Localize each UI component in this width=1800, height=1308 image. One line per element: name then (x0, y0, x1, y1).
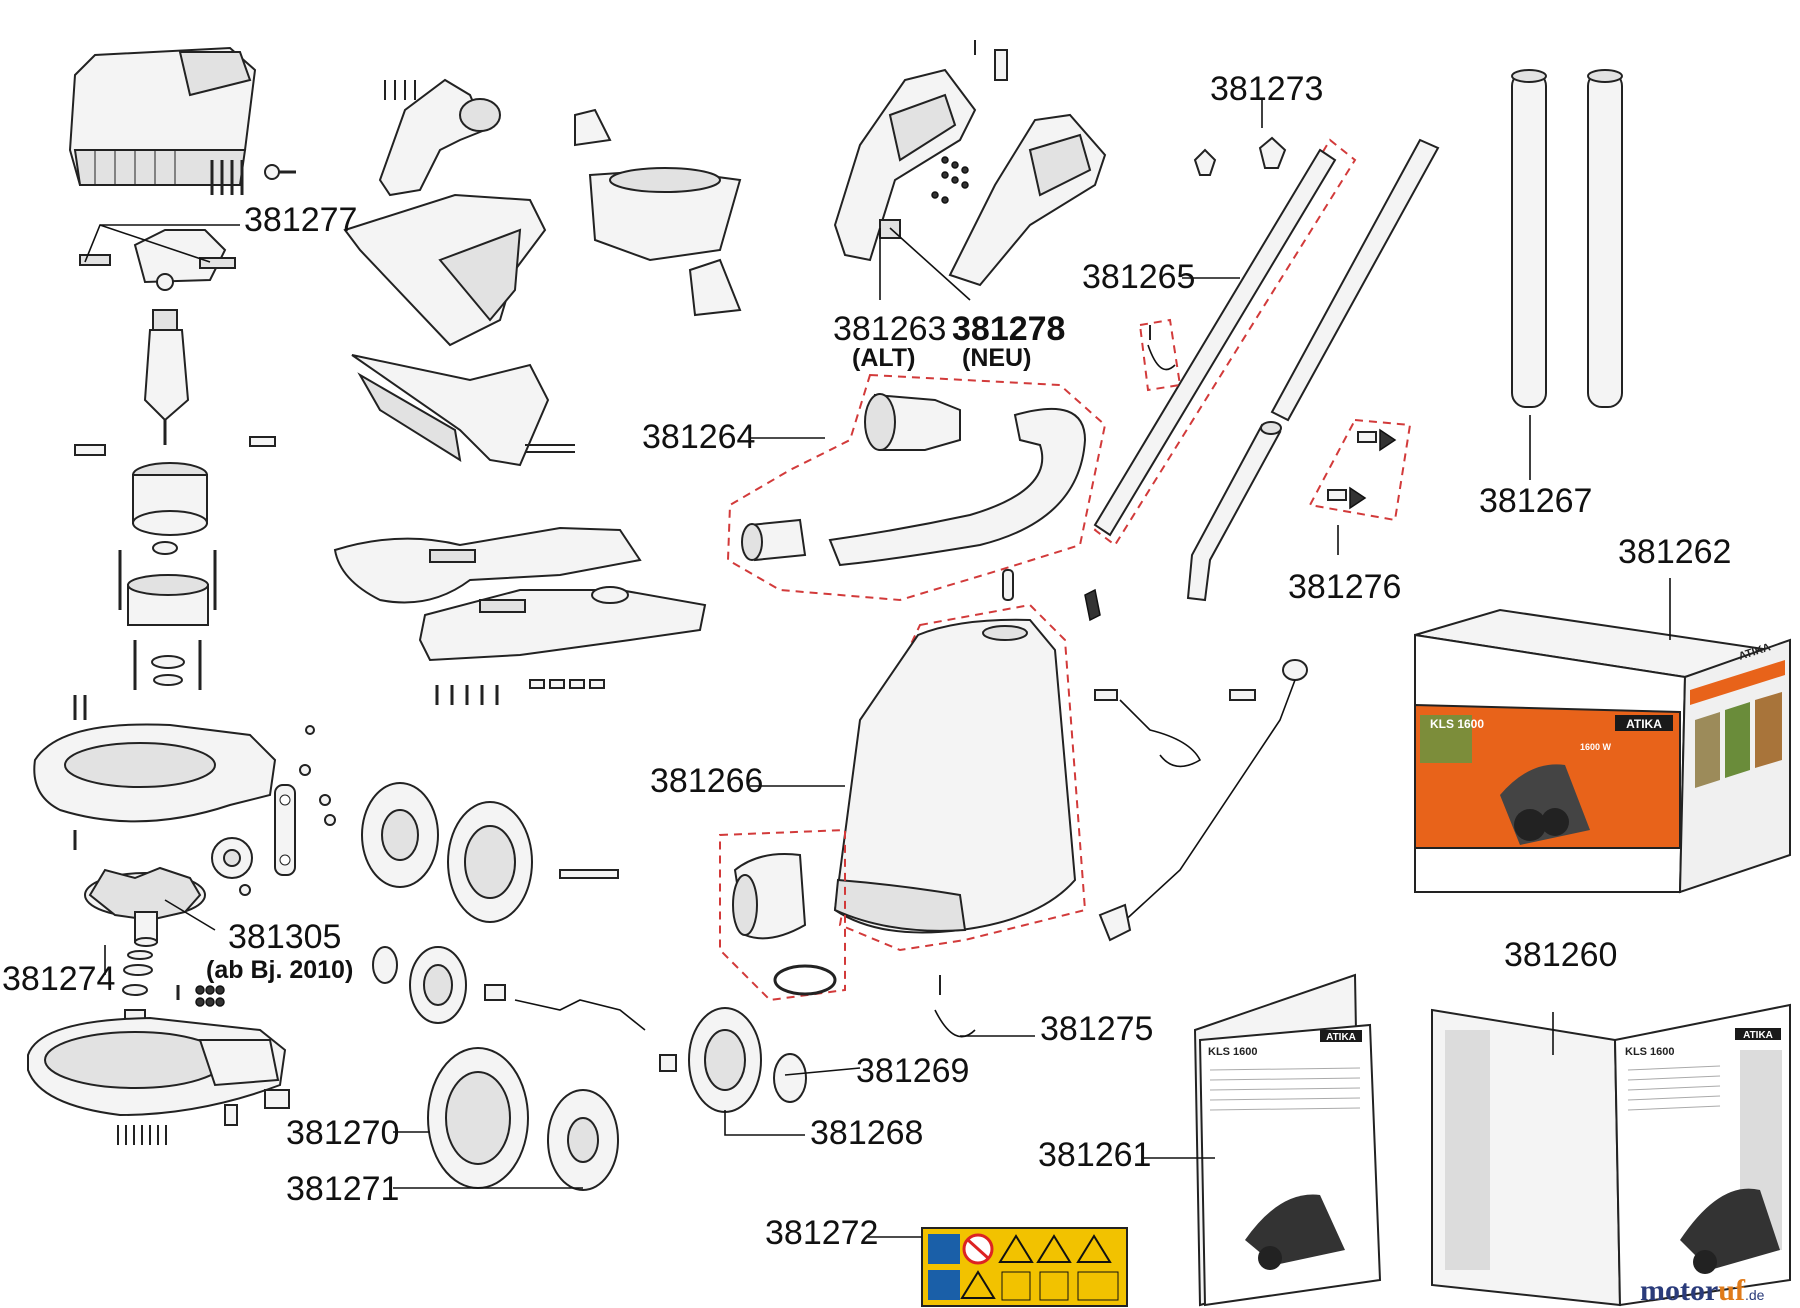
label-381271: 381271 (286, 1170, 399, 1208)
hose-end (741, 518, 807, 562)
label-381305-note: (ab Bj. 2010) (206, 956, 353, 984)
label-381278-note: (NEU) (962, 344, 1031, 372)
bag-clip (1002, 569, 1014, 601)
bag-group-outline (838, 603, 1087, 952)
label-381262: 381262 (1618, 533, 1731, 571)
watermark-part1: motor (1640, 1274, 1718, 1307)
label-381275: 381275 (1040, 1010, 1153, 1048)
label-381270: 381270 (286, 1114, 399, 1152)
wheel-rim-upper (361, 782, 439, 888)
hose-coupling (864, 393, 961, 451)
gear-wheel (211, 837, 253, 896)
wing-bolts (1327, 428, 1397, 510)
wheel-cap (547, 1089, 619, 1191)
suction-elbow (378, 78, 501, 197)
label-381268: 381268 (810, 1114, 923, 1152)
svg-text:motoruf.de: motoruf.de (1640, 1274, 1765, 1307)
wheel-large (427, 1047, 529, 1189)
safety-plug (1084, 588, 1101, 622)
box-brand-text: ATIKA (1626, 717, 1662, 731)
motor-housing-lower (118, 550, 217, 690)
fan-housing-upper (33, 695, 277, 823)
label-381261: 381261 (1038, 1136, 1151, 1174)
stator (132, 462, 208, 555)
handle-shell-old (833, 68, 977, 262)
hook-upper (1147, 325, 1176, 371)
belt-bracket (274, 725, 336, 876)
lower-tube-bent (1186, 421, 1282, 602)
watermark-suffix: .de (1745, 1287, 1765, 1303)
clip-fasteners (1193, 136, 1287, 176)
side-brackets (574, 108, 742, 317)
label-381267: 381267 (1479, 482, 1592, 520)
extension-tube-right (1587, 69, 1623, 408)
motor-cover (68, 46, 257, 186)
manual-large: ATIKA KLS 1600 (1431, 1003, 1791, 1307)
label-381305: 381305 (228, 918, 341, 956)
cover-screws (210, 160, 296, 195)
label-381263-note: (ALT) (852, 344, 915, 372)
manual-small-model: KLS 1600 (1208, 1046, 1258, 1058)
manual-large-brand: ATIKA (1743, 1030, 1773, 1041)
label-381260: 381260 (1504, 936, 1617, 974)
manual-small: ATIKA KLS 1600 (1193, 973, 1382, 1307)
fan-housing-lower (27, 1016, 290, 1145)
watermark-part2: uf (1718, 1274, 1746, 1307)
fan-impeller (84, 866, 206, 947)
label-381278: 381278 (952, 310, 1065, 348)
armature (74, 309, 276, 456)
wheel-rear-right (688, 1007, 807, 1113)
watermark-logo: motoruf.de (1640, 1274, 1765, 1307)
label-381273: 381273 (1210, 70, 1323, 108)
chassis-screws (435, 679, 605, 705)
packaging-box: ATIKA KLS 1600 1600 W ATIKA (1414, 608, 1791, 894)
handle-shell-new (931, 40, 1107, 287)
wing-bolt-group-outline (1308, 418, 1412, 522)
bag-frame (732, 853, 837, 996)
manual-small-brand: ATIKA (1326, 1032, 1356, 1043)
manual-large-model: KLS 1600 (1625, 1046, 1675, 1058)
hose-flex (828, 407, 1087, 567)
label-381269: 381269 (856, 1052, 969, 1090)
label-381277: 381277 (244, 201, 357, 239)
cable-hook (934, 975, 976, 1038)
warning-label-sheet (921, 1227, 1128, 1307)
label-381265: 381265 (1082, 258, 1195, 296)
upper-tube (1093, 148, 1337, 537)
label-381264: 381264 (642, 418, 755, 456)
collection-bag (833, 618, 1077, 934)
label-381263: 381263 (833, 310, 946, 348)
label-381274: 381274 (2, 960, 115, 998)
leader-lines (84, 100, 1671, 1238)
label-381272: 381272 (765, 1214, 878, 1252)
hose-group-outline (726, 373, 1107, 602)
base-chassis (333, 526, 707, 662)
front-shroud (343, 193, 547, 347)
box-power-text: 1600 W (1580, 742, 1612, 752)
brush-holder (79, 229, 236, 291)
wheel-tire-upper (447, 801, 619, 923)
power-cable (1098, 659, 1308, 942)
chute-guide (351, 354, 575, 467)
axle-left-hub (372, 946, 677, 1072)
extension-tube-left (1511, 69, 1547, 408)
label-381276: 381276 (1288, 568, 1401, 606)
upper-tube-2 (1270, 138, 1440, 422)
label-381266: 381266 (650, 762, 763, 800)
fan-screws (73, 830, 225, 1023)
box-model-text: KLS 1600 (1430, 717, 1484, 731)
hook-group-outline (1138, 318, 1182, 392)
switch-cable (1094, 689, 1202, 768)
